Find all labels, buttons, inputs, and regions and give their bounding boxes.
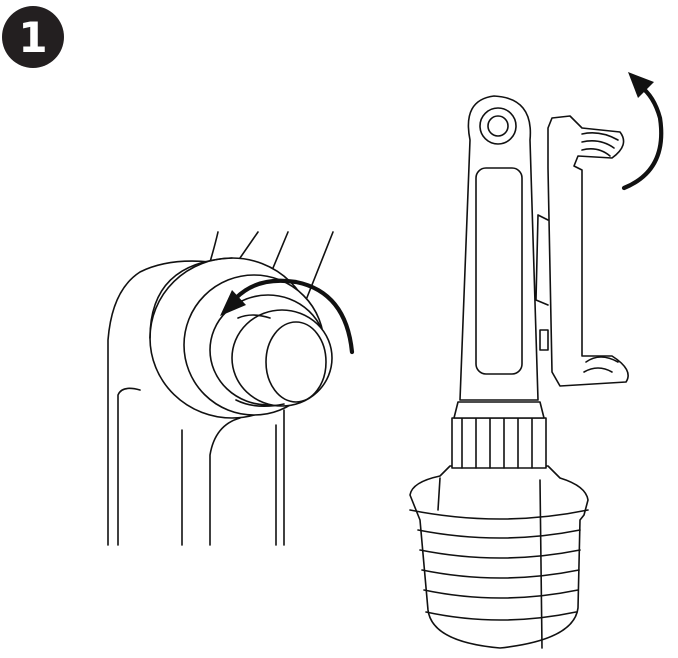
knob-closeup xyxy=(108,232,352,545)
counterclockwise-arrow-icon xyxy=(624,72,661,188)
cup-holder-mount xyxy=(410,72,661,648)
